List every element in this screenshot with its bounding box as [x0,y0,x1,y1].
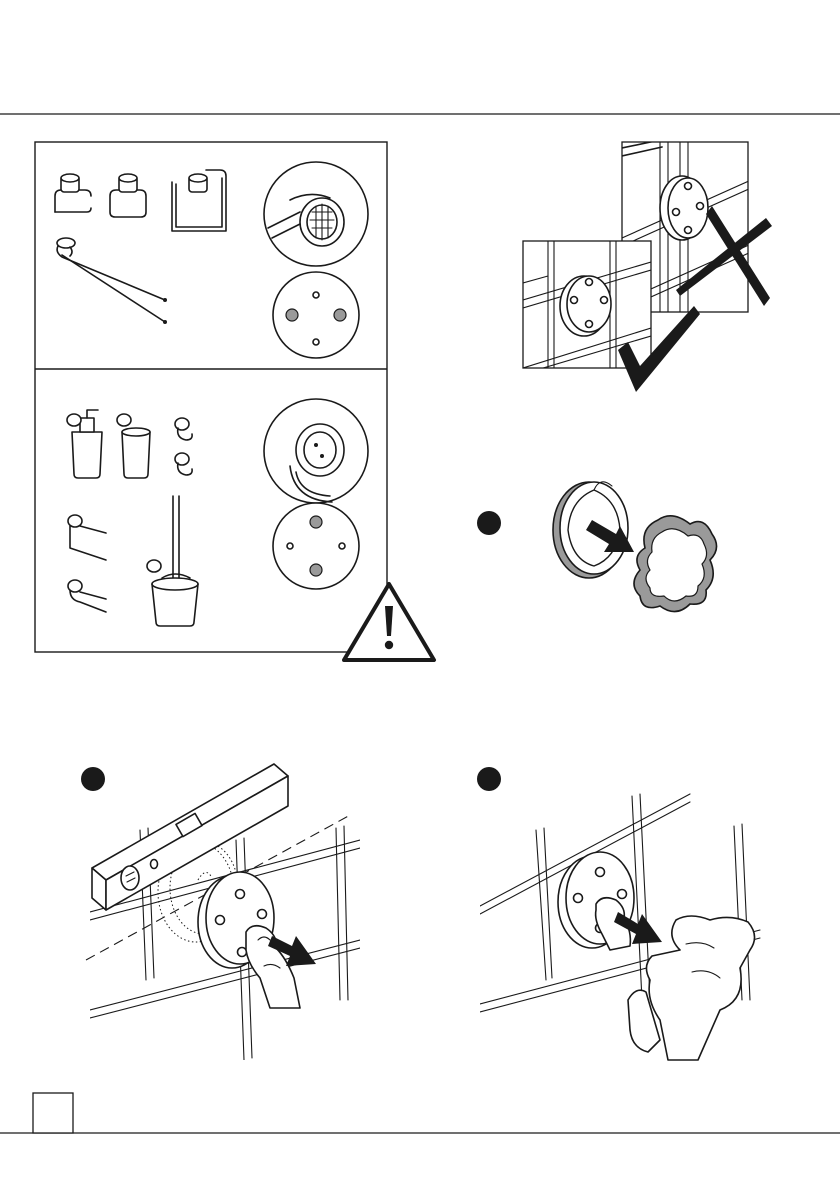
step-bullet-icon [81,767,105,791]
mount-detail-alt-icon [264,399,368,503]
robe-hook-icon [175,418,192,475]
step-press-firmly [477,767,760,1060]
step-remove-protective-film [477,482,717,612]
hole-pattern-two-side [273,272,359,358]
adhesive-film-icon [634,516,717,612]
paper-holder-lid-icon [110,174,146,217]
step-level-and-press [81,764,360,1060]
warning-triangle-icon [344,584,434,660]
tumbler-holder-icon [117,414,150,478]
adhesive-disc-on-joint [660,176,708,240]
step-bullet-icon [477,767,501,791]
page-number-box [33,1093,73,1133]
towel-ring-square-icon [172,170,226,231]
soap-dispenser-icon [67,410,102,478]
hole-pattern-top-bottom [273,503,359,589]
towel-rail-angled-icon [68,515,106,612]
towel-bar-double-icon [57,238,167,324]
toilet-brush-icon [147,496,198,626]
towel-ring-small-icon [55,174,91,212]
mount-detail-round-icon [264,162,368,266]
step-bullet-icon [477,511,501,535]
tile-placement-figure [523,140,772,392]
accessory-overview-figure [35,142,434,660]
